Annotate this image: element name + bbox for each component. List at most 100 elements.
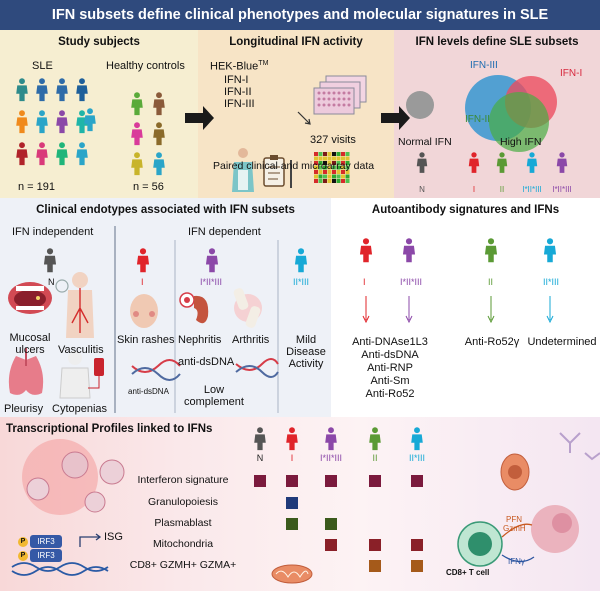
healthy-person-icon xyxy=(153,92,165,116)
ab-i-ii-iii-label: I*II*III xyxy=(400,277,423,287)
endo-i-ii-iii-label: I*II*III xyxy=(200,277,223,287)
mild-disease-label: Mild Disease Activity xyxy=(286,334,326,370)
high-ifn-label: High IFN xyxy=(500,136,542,148)
cell-icon xyxy=(84,491,106,513)
healthy-person-icon xyxy=(153,122,165,146)
transcriptional-row-label: CD8+ GZMH+ GZMA+ xyxy=(129,559,237,571)
ifn-group-label: I*II*III xyxy=(552,185,572,194)
heatmap-cell xyxy=(411,539,423,551)
heatmap-cell xyxy=(325,539,337,551)
skin-rash-icon xyxy=(130,294,158,328)
heatmap-cell xyxy=(286,497,298,509)
autoantibody-title: Autoantibody signatures and IFNs xyxy=(371,204,560,216)
visits-arrow xyxy=(297,111,311,125)
autoantibody-graphics xyxy=(359,238,557,324)
endo-ii-iii-label: II*III xyxy=(293,277,310,287)
study-figures xyxy=(16,78,165,176)
transcriptional-row-label: Granulopoiesis xyxy=(147,496,219,508)
vasculitis-label: Vasculitis xyxy=(58,344,104,356)
venn-ifn-iii-label: IFN-III xyxy=(470,60,498,71)
heatmap-cell xyxy=(411,475,423,487)
mouth-ulcer-icon xyxy=(8,282,52,314)
endo-i-label: I xyxy=(141,277,144,287)
visits-label: 327 visits xyxy=(310,134,356,146)
healthy-person-icon xyxy=(131,152,143,176)
clinician-icon xyxy=(232,148,254,192)
irf3-box-1: IRF3 xyxy=(30,535,62,548)
clinical-endotypes-panel: Clinical endotypes associated with IFN s… xyxy=(0,198,331,417)
transcriptional-row-label: Plasmablast xyxy=(154,517,212,529)
ifn-dependent-label: IFN dependent xyxy=(188,226,261,238)
endo-person-i-ii-iii xyxy=(205,248,219,273)
dna-icon xyxy=(235,358,279,378)
mitochondria-icon xyxy=(271,564,313,584)
low-complement-label: Low complement xyxy=(184,384,244,408)
sle-person-icon xyxy=(36,110,48,134)
venn-ifn-i-label: IFN-I xyxy=(560,68,583,79)
microarray-icon xyxy=(314,152,350,183)
cd8-t-cell-icon xyxy=(457,521,503,567)
ab-column-2: Anti-Ro52γ xyxy=(464,336,520,348)
lungs-icon xyxy=(8,348,44,395)
figure-title: IFN subsets define clinical phenotypes a… xyxy=(51,7,549,23)
arthritis-label: Arthritis xyxy=(232,334,270,346)
transcriptional-column-label: II*III xyxy=(408,453,425,463)
ab-person-icon xyxy=(402,238,416,263)
clipboard-icon xyxy=(263,155,285,187)
heatmap-cell xyxy=(254,475,266,487)
ifn-group-person-icon xyxy=(526,152,538,173)
ifn-levels-title: IFN levels define SLE subsets xyxy=(415,36,579,48)
healthy-count: n = 56 xyxy=(133,181,164,193)
transcriptional-person-icon xyxy=(411,427,423,451)
cytopenias-icon xyxy=(59,351,104,399)
sle-person-icon xyxy=(84,108,96,132)
ab-person-icon xyxy=(359,238,373,263)
transcriptional-person-icon xyxy=(286,427,298,451)
transcriptional-graphics xyxy=(11,427,600,584)
pfn-label: PFN xyxy=(506,515,522,524)
ab-person-icon xyxy=(484,238,498,263)
ab-ii-iii-label: II*III xyxy=(543,277,560,287)
transcriptional-row-label: Interferon signature xyxy=(137,474,229,486)
irf3-p-badge-1: P xyxy=(18,537,28,547)
endo-person-i xyxy=(136,248,150,273)
isg-label: ISG xyxy=(104,531,123,543)
heatmap-cell xyxy=(369,560,381,572)
longitudinal-title: Longitudinal IFN activity xyxy=(229,36,363,48)
sle-person-icon xyxy=(36,78,48,102)
knee-icon xyxy=(233,288,262,328)
ab-person-icon xyxy=(543,238,557,263)
title-bar: IFN subsets define clinical phenotypes a… xyxy=(0,0,600,30)
endotypes-graphics xyxy=(8,226,308,413)
gzmh-label: GzmH xyxy=(503,524,526,533)
ifn-group-label: N xyxy=(419,185,425,194)
irf3-box-2: IRF3 xyxy=(30,549,62,562)
transcriptional-column-label: II xyxy=(372,453,378,463)
skin-rashes-label: Skin rashes xyxy=(117,334,175,346)
cd8-t-cell-label: CD8+ T cell xyxy=(446,568,490,577)
sle-person-icon xyxy=(76,142,88,166)
hek-blue-label: HEK-BlueTM xyxy=(210,60,269,73)
ifn-group-label: II xyxy=(500,185,504,194)
cell-icon xyxy=(26,477,50,501)
ifng-arrow xyxy=(501,554,535,563)
ifn-ii-circle xyxy=(489,92,549,152)
dna-icon-small xyxy=(131,359,181,381)
ifng-label: IFNγ xyxy=(508,557,525,566)
endo-person-ii-iii xyxy=(294,248,308,273)
ifn-group-label: I*II*III xyxy=(522,185,542,194)
heatmap-cell xyxy=(325,518,337,530)
ifn-group-person-icon xyxy=(496,152,508,173)
transcriptional-column-label: I xyxy=(290,453,294,463)
ab-ii-label: II xyxy=(488,277,494,287)
autoantibody-panel: Autoantibody signatures and IFNs I I*II*… xyxy=(331,198,600,417)
antibody-icon xyxy=(559,432,600,461)
normal-ifn-circle xyxy=(406,91,434,119)
target-cell-icon xyxy=(531,505,579,553)
sle-person-icon xyxy=(56,142,68,166)
healthy-controls-label: Healthy controls xyxy=(106,60,185,72)
ab-column-3: Undetermined xyxy=(527,336,597,348)
